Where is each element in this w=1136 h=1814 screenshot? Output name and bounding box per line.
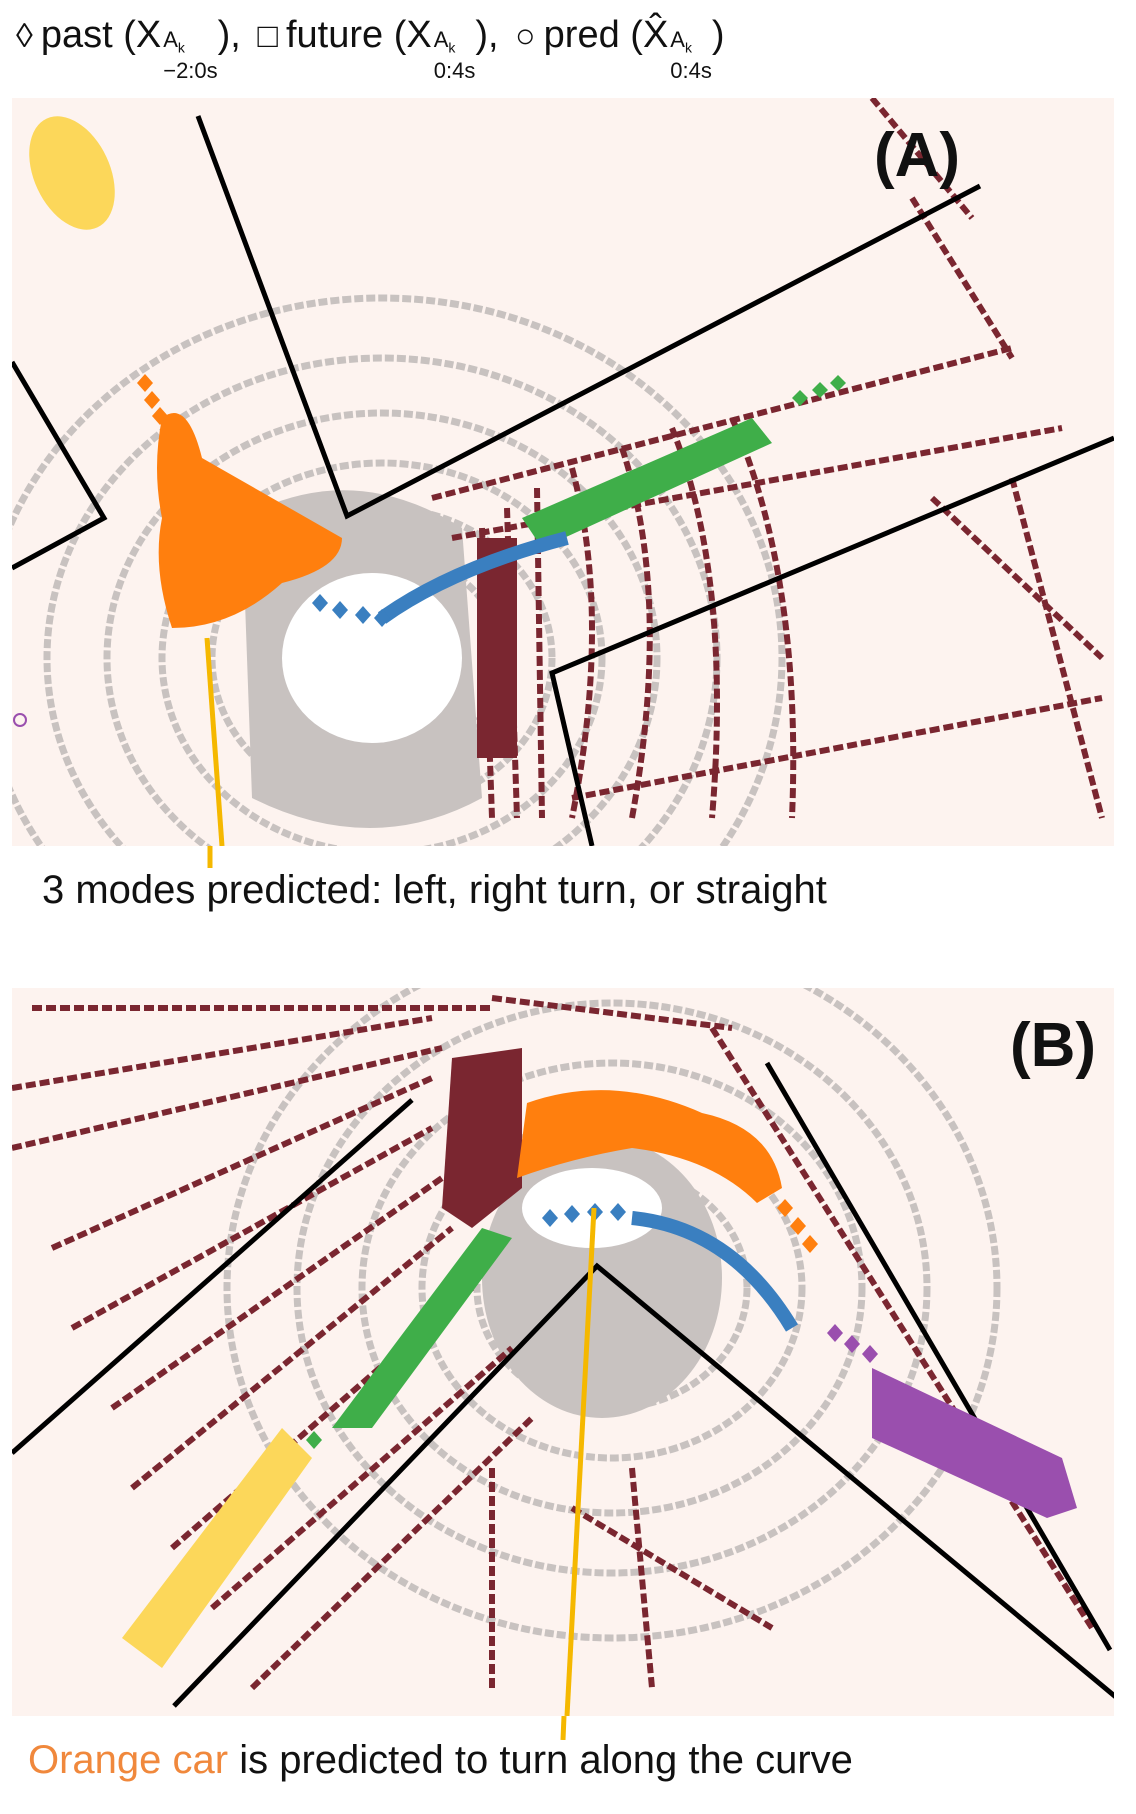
agent-purple-pred (872, 1368, 1077, 1518)
pointer-line (204, 637, 225, 846)
agent-yellow-pred (122, 1428, 312, 1668)
legend-future-symbol: X (406, 14, 432, 56)
panel-a-scene (12, 98, 1114, 846)
agent-orange-past (777, 1199, 818, 1253)
agent-green-pred (522, 418, 772, 548)
lidar-gray-rings (223, 988, 1001, 1642)
agent-blue-future (377, 531, 569, 624)
square-icon: □ (257, 17, 278, 55)
lidar-dark-wall (442, 1048, 522, 1228)
lane-lines (12, 1061, 1114, 1708)
agent-orange-pred (157, 413, 342, 628)
legend-future-sub: 0:4s (433, 58, 476, 84)
caption-b-rest: is predicted to turn along the curve (228, 1738, 853, 1782)
legend-pred-sub: 0:4s (670, 58, 712, 84)
agent-green (292, 1228, 512, 1465)
agent-green-pred (332, 1228, 512, 1428)
pointer-line-tail-b (560, 1716, 567, 1740)
lane-lines (12, 115, 1114, 846)
panel-a: (A) (12, 98, 1114, 846)
panel-b-label: (B) (1010, 1011, 1097, 1080)
lidar-dark-structures (431, 98, 1105, 819)
agent-orange (137, 374, 342, 628)
agent-blue-past (312, 594, 390, 627)
agent-orange (517, 1090, 818, 1253)
caption-b: Orange car is predicted to turn along th… (28, 1738, 853, 1783)
agent-purple-pred (13, 713, 27, 727)
panel-a-label: (A) (874, 121, 961, 190)
legend-past-symbol: X (135, 14, 162, 56)
circle-icon: ○ (515, 17, 536, 55)
agent-blue (312, 531, 569, 627)
legend-future-label: future (285, 14, 384, 56)
agent-orange-pred (517, 1090, 782, 1203)
diamond-icon: ◊ (16, 17, 33, 55)
agent-blue-future (631, 1211, 799, 1332)
legend-past-sub: −2:0s (163, 58, 218, 84)
lidar-dark-structures (12, 995, 1095, 1691)
agent-yellow (122, 1428, 312, 1668)
lidar-empty-center (282, 573, 462, 743)
agent-purple-past (827, 1324, 878, 1363)
pointer-line-tail-a (207, 846, 213, 868)
pointer-line (564, 1207, 597, 1716)
panel-b-scene (12, 988, 1114, 1716)
agent-green (522, 375, 846, 548)
caption-b-highlight: Orange car (28, 1738, 229, 1782)
panel-b: (B) (12, 988, 1114, 1716)
legend-pred-label: pred (543, 14, 620, 56)
agent-green-past (792, 375, 846, 406)
legend-past-label: past (40, 14, 113, 56)
caption-a: 3 modes predicted: left, right turn, or … (42, 868, 827, 912)
lidar-dark-wall (477, 538, 517, 758)
agent-orange-past (137, 374, 168, 425)
agent-purple (827, 1324, 1077, 1518)
legend-pred-symbol: X̂ (642, 14, 669, 56)
agent-yellow-pred (29, 116, 115, 230)
